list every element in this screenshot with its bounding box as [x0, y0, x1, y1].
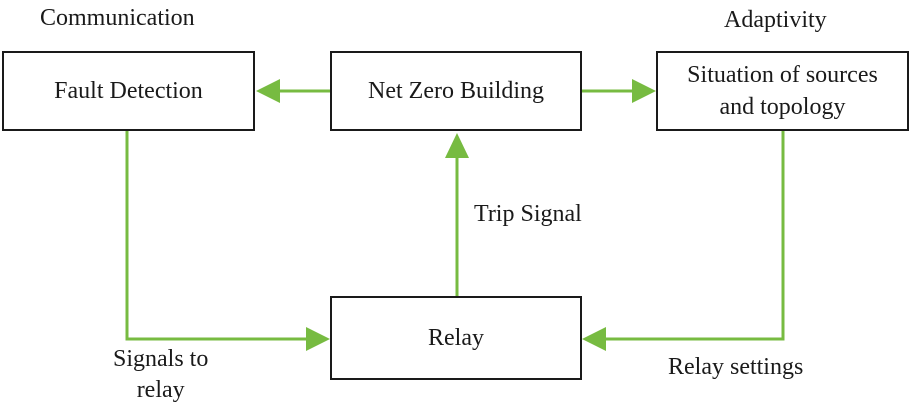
relay-settings-label: Relay settings — [668, 354, 804, 380]
situation-label: Situation of sources and topology — [687, 61, 878, 120]
arrowhead-right — [632, 79, 656, 103]
net-zero-building-box: Net Zero Building — [330, 51, 582, 131]
arrowhead-into-relay-left — [306, 327, 330, 351]
adaptivity-label: Adaptivity — [724, 7, 827, 33]
arrowhead-left — [256, 79, 280, 103]
fault-detection-label: Fault Detection — [54, 77, 203, 104]
arrow-situation-to-relay — [605, 131, 785, 341]
communication-label: Communication — [40, 5, 195, 31]
situation-box: Situation of sources and topology — [656, 51, 909, 131]
fault-detection-box: Fault Detection — [2, 51, 255, 131]
relay-label: Relay — [428, 324, 484, 351]
arrowhead-up — [445, 133, 469, 158]
arrow-fault-detection-to-relay — [125, 131, 310, 341]
signals-to-relay-label: Signals to relay — [113, 346, 209, 404]
net-zero-building-label: Net Zero Building — [368, 77, 544, 104]
relay-box: Relay — [330, 296, 582, 380]
trip-signal-label: Trip Signal — [474, 201, 582, 227]
arrowhead-into-relay-right — [582, 327, 606, 351]
